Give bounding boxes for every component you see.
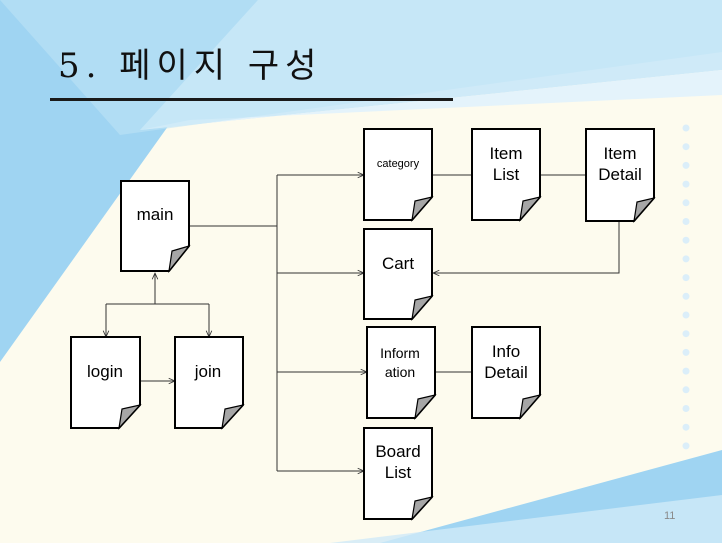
node-information-label-line2: ation [385, 364, 415, 380]
decorative-dot [682, 218, 690, 225]
decorative-dot [682, 255, 690, 263]
decorative-dot [682, 386, 690, 394]
decorative-dot [682, 124, 690, 132]
node-item-detail-label-line1: Item [603, 144, 636, 163]
page-number: 11 [664, 510, 676, 522]
decorative-dot [682, 423, 690, 431]
node-item-detail-label-line2: Detail [598, 165, 641, 184]
node-cart-label: Cart [382, 254, 414, 273]
node-item-list: Item List [471, 128, 542, 222]
decorative-dot [682, 292, 690, 300]
node-join-label: join [194, 362, 221, 381]
decorative-dots [682, 124, 690, 450]
decorative-dot [682, 442, 690, 450]
node-join: join [174, 336, 245, 430]
node-info-detail-label-line1: Info [492, 342, 520, 361]
decorative-dot [682, 367, 690, 375]
node-item-list-label-line1: Item [489, 144, 522, 163]
title-underline [50, 98, 453, 101]
decorative-dot [682, 405, 690, 412]
node-info-detail: Info Detail [471, 326, 542, 420]
node-item-list-label-line2: List [493, 165, 520, 184]
decorative-dot [682, 180, 690, 188]
node-login: login [70, 336, 142, 430]
decorative-dot [682, 311, 690, 319]
node-category: category [363, 128, 434, 222]
node-board-list-label-line2: List [385, 463, 412, 482]
node-category-label: category [377, 158, 420, 170]
page-title: 5. 페이지 구성 [58, 46, 323, 86]
decorative-dot [682, 236, 690, 244]
decorative-dot [682, 143, 690, 151]
node-item-detail: Item Detail [585, 128, 656, 223]
node-login-label: login [87, 362, 123, 381]
decorative-dot [682, 199, 690, 207]
arrow-item-detail-to-cart [433, 221, 620, 273]
decorative-dot [682, 161, 690, 169]
node-cart: Cart [363, 228, 434, 321]
node-information-label-line1: Inform [380, 345, 420, 361]
node-main-label: main [137, 205, 174, 224]
decorative-dot [682, 274, 690, 282]
node-info-detail-label-line2: Detail [484, 363, 527, 382]
decorative-dot [682, 348, 690, 356]
node-board-list-label-line1: Board [375, 442, 420, 461]
node-main: main [120, 180, 191, 274]
decorative-dot [682, 330, 690, 338]
node-board-list: Board List [363, 427, 434, 521]
node-information: Inform ation [366, 326, 437, 420]
